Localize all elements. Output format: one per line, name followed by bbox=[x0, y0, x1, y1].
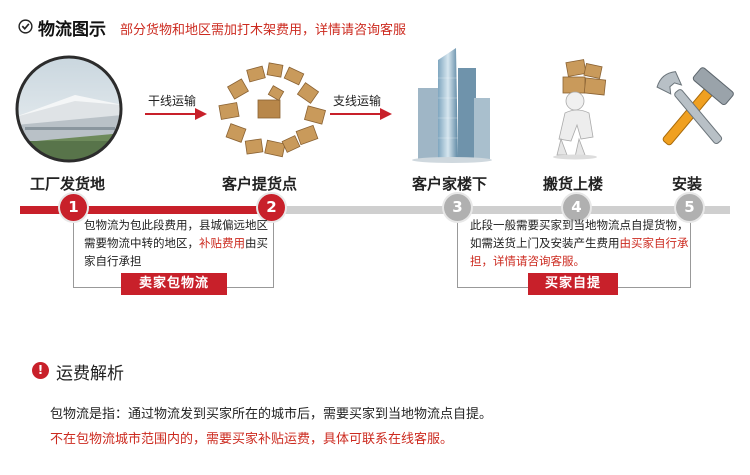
shipping-description: 包物流是指：通过物流发到买家所在的城市后，需要买家到当地物流点自提。 bbox=[50, 407, 493, 422]
box1-text-red: 补贴费用 bbox=[199, 236, 245, 250]
step-2-marker: 2 bbox=[258, 194, 285, 221]
timeline-bar bbox=[20, 206, 730, 214]
box2-text-a: 此段一般需要买家到当地物流点自提货物，如需送货上门及安装产生费用 bbox=[470, 218, 689, 250]
box1-text-a: 包物流为包此段费用，县城偏远地区需要物流中转的地区， bbox=[84, 218, 268, 250]
buyer-pickup-text: 此段一般需要买家到当地物流点自提货物，如需送货上门及安装产生费用由买家自行承担，… bbox=[470, 216, 690, 270]
checkmark-circle-icon bbox=[18, 19, 33, 34]
step-5-marker: 5 bbox=[676, 194, 703, 221]
stage-label-pickup-point: 客户提货点 bbox=[222, 175, 298, 193]
section-title: 运费解析 bbox=[56, 364, 124, 384]
arrow-right-icon bbox=[330, 108, 392, 120]
stage-label-install: 安装 bbox=[672, 175, 703, 193]
skyscraper-photo bbox=[412, 48, 492, 163]
stage-label-downstairs: 客户家楼下 bbox=[412, 175, 488, 193]
stage-label-factory: 工厂发货地 bbox=[30, 175, 106, 193]
boxes-photo bbox=[218, 62, 326, 158]
warning-icon: ! bbox=[32, 362, 49, 379]
buyer-pickup-tag: 买家自提 bbox=[528, 273, 618, 295]
step-3-marker: 3 bbox=[444, 194, 471, 221]
shipping-subsidy-note: 不在包物流城市范围内的，需要买家补贴运费，具体可联系在线客服。 bbox=[50, 432, 454, 447]
stage-label-carry-upstairs: 搬货上楼 bbox=[543, 175, 604, 193]
worker-carrying-boxes-photo bbox=[553, 59, 607, 160]
step-1-marker: 1 bbox=[60, 194, 87, 221]
box2-text-red: 由买家自行承担，详情请咨询客服。 bbox=[470, 236, 689, 268]
seller-shipping-tag: 卖家包物流 bbox=[121, 273, 227, 295]
hammer-wrench-icon bbox=[656, 67, 734, 146]
header-note: 部分货物和地区需加打木架费用，详情请咨询客服 bbox=[120, 23, 407, 38]
arrow-right-icon bbox=[145, 108, 207, 120]
trunk-transport-label: 干线运输 bbox=[148, 94, 197, 108]
step-4-marker: 4 bbox=[563, 194, 590, 221]
seller-shipping-text: 包物流为包此段费用，县城偏远地区需要物流中转的地区，补贴费用由买家自行承担 bbox=[84, 216, 270, 270]
box1-text-b: 由买家自行承担 bbox=[84, 236, 268, 268]
branch-transport-label: 支线运输 bbox=[333, 94, 382, 108]
page-title: 物流图示 bbox=[38, 20, 106, 40]
factory-photo bbox=[15, 55, 123, 163]
